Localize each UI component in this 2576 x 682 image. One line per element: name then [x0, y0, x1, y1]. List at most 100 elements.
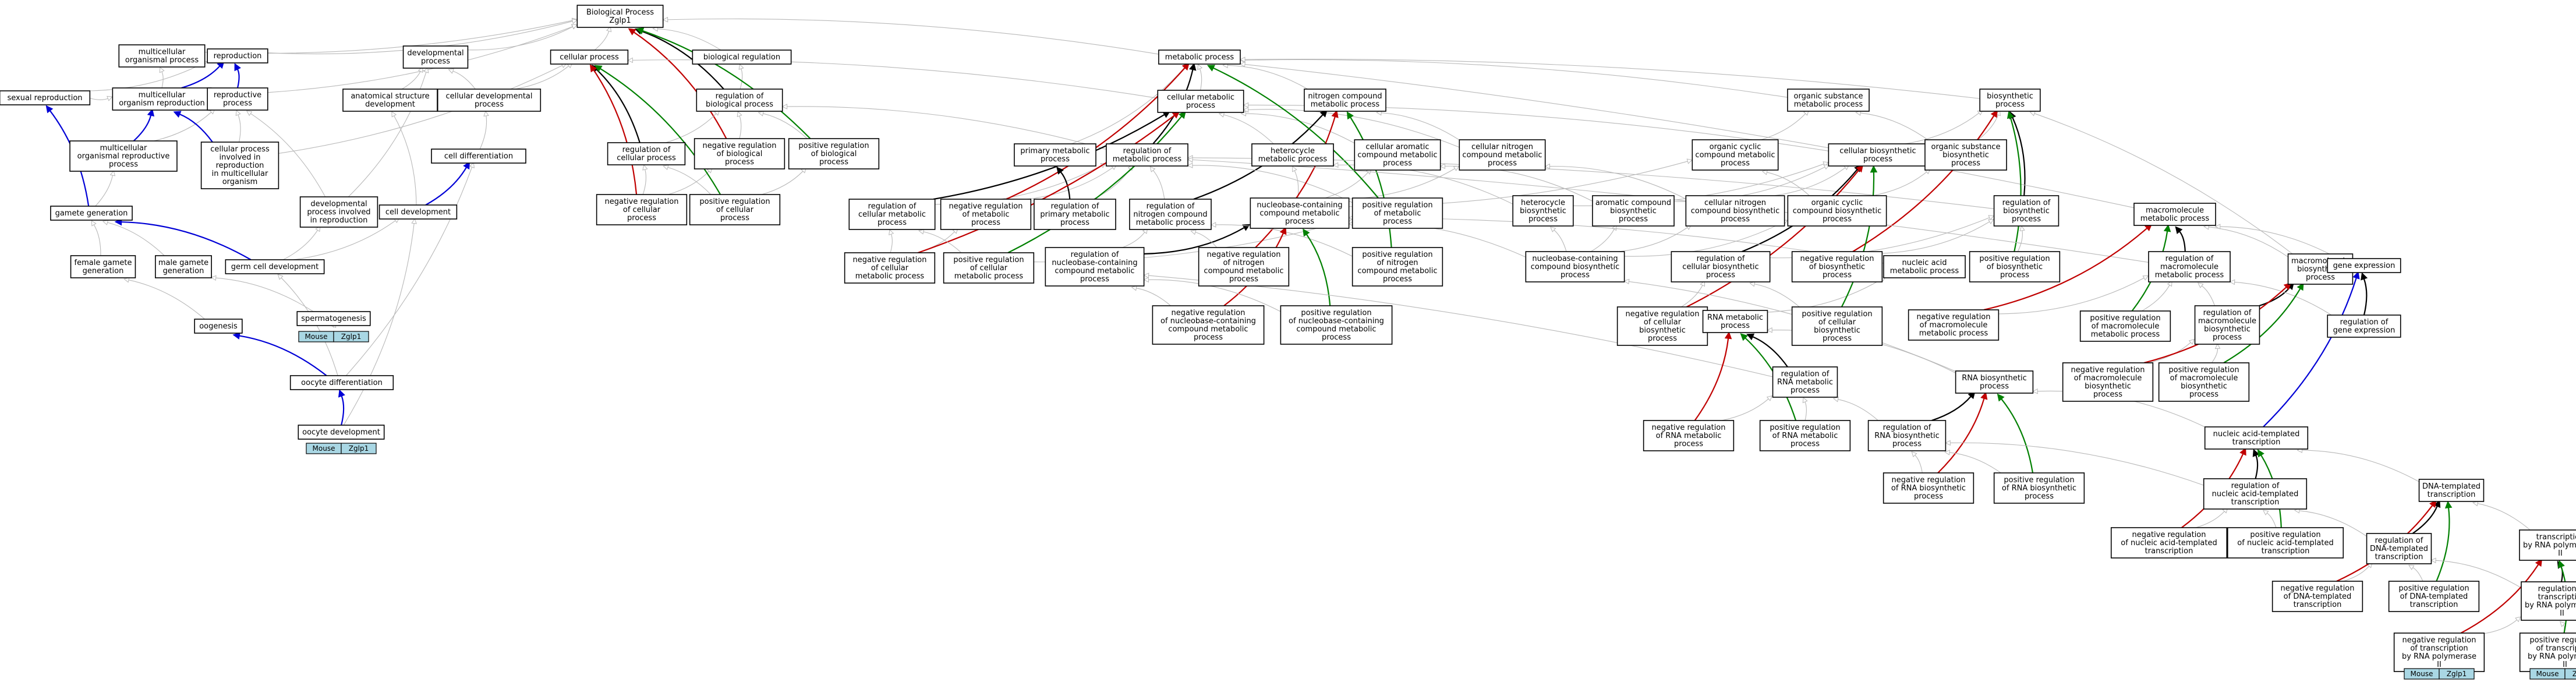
- go-term-oocdiff[interactable]: oocyte differentiation: [289, 375, 394, 390]
- go-term-bioreg[interactable]: biological regulation: [692, 50, 792, 65]
- go-term-gcd[interactable]: germ cell development: [225, 259, 325, 274]
- go-term-repro[interactable]: reproduction: [207, 48, 268, 63]
- go-term-oogen[interactable]: oogenesis: [194, 319, 243, 334]
- go-term-spermato[interactable]: spermatogenesis: [296, 311, 371, 326]
- go-term-celldiff[interactable]: cell differentiation: [431, 149, 526, 164]
- go-term-gexp[interactable]: gene expression: [2327, 258, 2401, 273]
- go-term-regnbc[interactable]: regulation ofnucleobase-containingcompou…: [1045, 247, 1145, 287]
- go-term-metp[interactable]: metabolic process: [1158, 50, 1241, 65]
- go-term-gamgen[interactable]: gamete generation: [50, 206, 133, 221]
- go-term-oocdev[interactable]: oocyte development: [298, 425, 385, 440]
- go-term-cellp[interactable]: cellular process: [550, 50, 629, 65]
- go-term-sexrep[interactable]: sexual reproduction: [0, 90, 91, 105]
- go-term-regmbp[interactable]: regulation ofmacromoleculebiosyntheticpr…: [2194, 305, 2260, 345]
- go-term-celldevmt[interactable]: cell development: [378, 204, 458, 220]
